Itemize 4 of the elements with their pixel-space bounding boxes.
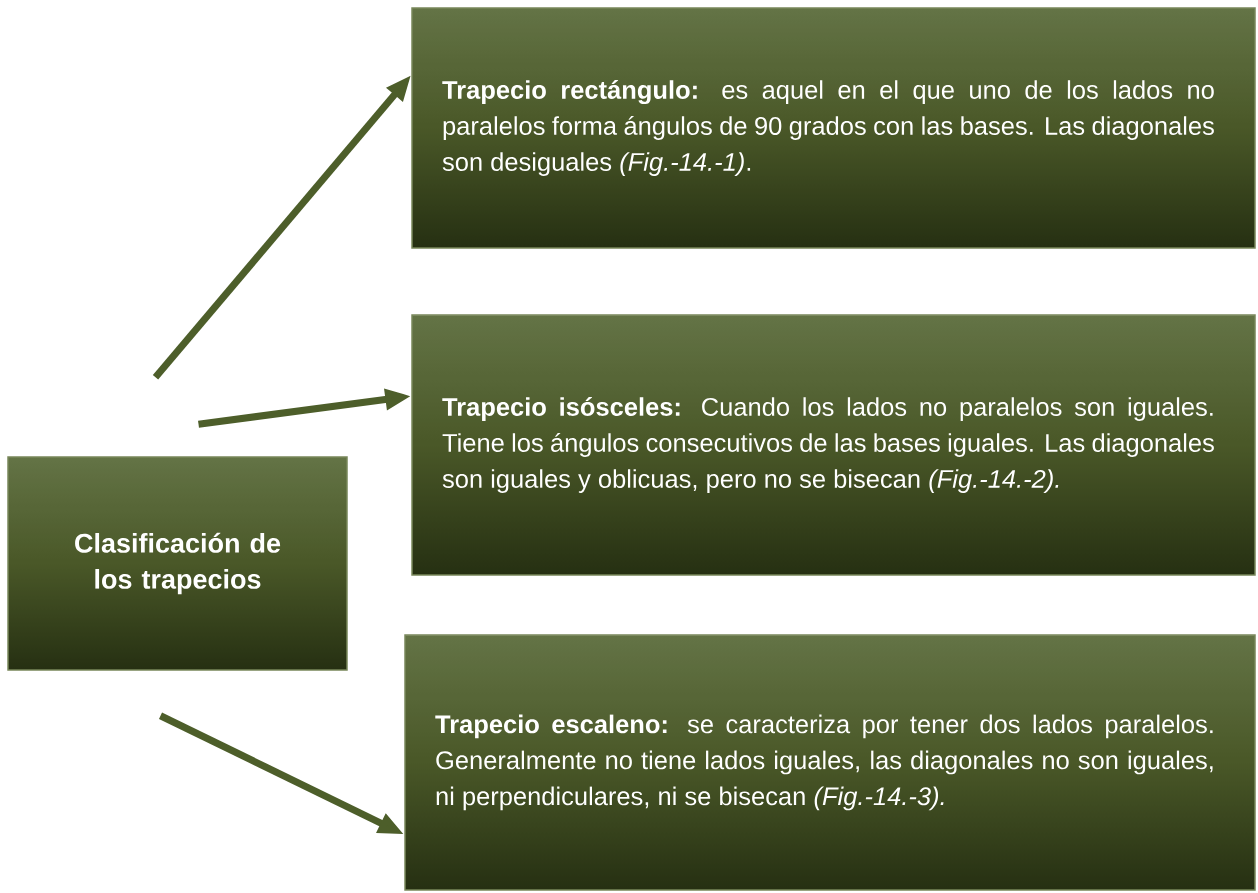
text-box: Trapecio escaleno: se caracteriza por tener dos lados paralelos. Generalmente no tiene lados iguales, las diagonales no son iguales, ni perpendiculares, ni se bisecan (Fig.-14.-3). — [404, 634, 1256, 891]
text-box: Trapecio rectángulo: es aquel en el que uno de los lados no paralelos forma ángulos de 90 grados con las bases. Las diagonales son desiguales (Fig.-14.-1). — [411, 7, 1256, 249]
text-box: Clasificación de los trapecios — [7, 456, 348, 671]
text-box: Trapecio isósceles: Cuando los lados no paralelos son iguales. Tiene los ángulos consecutivos de las bases iguales. Las diagonales son iguales y oblicuas, pero no se bisecan (Fig.-14.-2). — [411, 314, 1256, 576]
